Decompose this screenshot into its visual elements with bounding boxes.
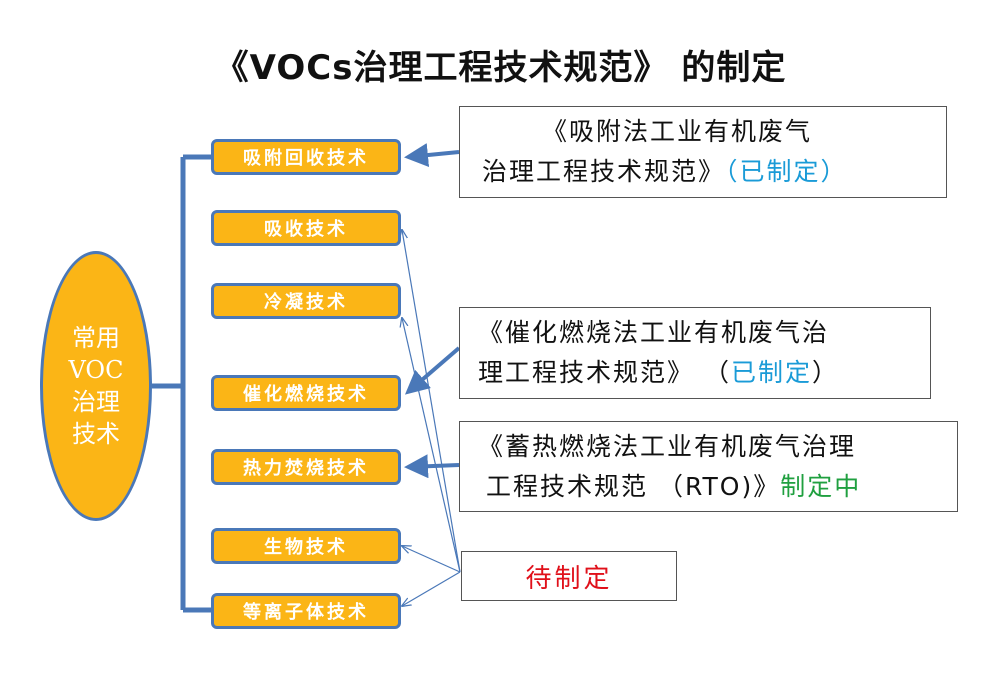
tech-plasma: 等离子体技术: [211, 593, 401, 629]
bracket-lines: [152, 154, 211, 613]
standard-rto-status: 制定中: [780, 472, 862, 501]
arrow-pending-condensation: [402, 318, 461, 573]
standard-catalytic-line2: 理工程技术规范》 （: [478, 358, 731, 387]
arrow-pending-biological: [402, 546, 461, 573]
standard-rto-line2: 工程技术规范 （RTO)》: [486, 472, 781, 501]
tech-adsorption-recovery: 吸附回收技术: [211, 139, 401, 175]
standard-catalytic-tail: ）: [811, 358, 839, 387]
standard-catalytic-status: 已制定: [730, 358, 812, 387]
standard-adsorption-line2: 治理工程技术规范》: [482, 157, 726, 186]
tech-absorption: 吸收技术: [211, 210, 401, 246]
arrow-pending-plasma: [402, 571, 461, 606]
standard-adsorption-status: （已制定）: [725, 157, 848, 186]
diagram-title: 《VOCs治理工程技术规范》 的制定: [214, 48, 787, 88]
standard-adsorption-line1: 《吸附法工业有机废气: [542, 117, 813, 146]
pending-box: 待制定: [461, 551, 677, 601]
arrow-adsorption: [404, 143, 460, 167]
tech-thermal-incineration: 热力焚烧技术: [211, 449, 401, 485]
standard-rto-line1: 《蓄热燃烧法工业有机废气治理: [478, 432, 857, 461]
center-node-label: 常用 VOC 治理 技术: [68, 324, 124, 448]
standard-adsorption: 《吸附法工业有机废气 治理工程技术规范》（已制定）: [459, 106, 947, 198]
standard-rto: 《蓄热燃烧法工业有机废气治理 工程技术规范 （RTO)》制定中: [459, 421, 958, 512]
standard-catalytic-line1: 《催化燃烧法工业有机废气治: [478, 318, 830, 347]
arrow-thermal: [404, 454, 460, 479]
arrow-catalytic: [404, 346, 461, 395]
common-voc-technology-node: 常用 VOC 治理 技术: [40, 251, 152, 521]
tech-biological: 生物技术: [211, 528, 401, 564]
tech-catalytic-combustion: 催化燃烧技术: [211, 375, 401, 411]
standard-catalytic: 《催化燃烧法工业有机废气治 理工程技术规范》 （已制定）: [459, 307, 931, 399]
arrow-pending-absorption: [402, 230, 461, 573]
tech-condensation: 冷凝技术: [211, 283, 401, 319]
